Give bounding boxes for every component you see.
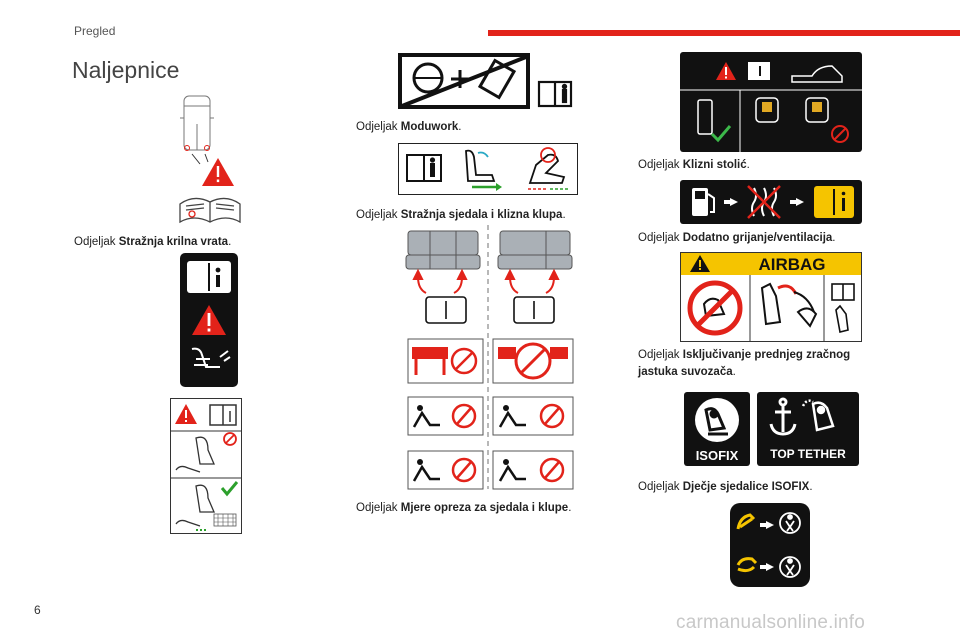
prohibited-icon (831, 125, 849, 143)
child-seat-icon (704, 407, 728, 436)
page-title: Naljepnice (72, 57, 180, 83)
seat-fold-icon (191, 347, 231, 368)
manual-book-icon (425, 296, 555, 324)
isofix-label: ISOFIX (696, 448, 739, 463)
manual-book-icon (748, 62, 770, 80)
isofix-sticker: ISOFIX (684, 392, 750, 466)
rear-door-sticker (179, 95, 241, 224)
seat-warning-sticker (180, 253, 238, 387)
bench-seat-illustration (405, 230, 573, 270)
manual-book-icon (187, 261, 231, 293)
warning-triangle-icon (690, 255, 710, 272)
heating-ventilation-sticker (680, 180, 862, 224)
warning-triangle-icon (202, 158, 234, 186)
seat-warning-row (407, 396, 574, 436)
manual-book-icon (406, 154, 442, 182)
page-number: 6 (34, 603, 41, 617)
seatbelt-icon (736, 513, 756, 530)
fuel-pump-icon (692, 188, 715, 216)
anchor-icon (769, 397, 797, 436)
caption-heating: Odjeljak Dodatno grijanje/ventilacija. (638, 232, 836, 244)
warning-triangle-icon (192, 305, 226, 335)
van-top-view-icon (180, 95, 214, 165)
manual-book-icon (831, 283, 855, 333)
seat-slide-icon (465, 149, 502, 191)
seat-recline-icon (528, 147, 570, 190)
seatbelt-icon (736, 557, 758, 573)
manual-book-icon (179, 197, 241, 224)
header-accent-bar (488, 30, 960, 36)
airbag-sticker: AIRBAG (680, 252, 862, 342)
check-icon (220, 481, 239, 497)
seatbelt-indicator-sticker (730, 503, 810, 587)
top-tether-sticker: TOP TETHER (757, 392, 859, 466)
caption-rear-seats: Odjeljak Stražnja sjedala i klizna klupa… (356, 209, 566, 221)
prohibited-icon (223, 432, 237, 446)
manual-book-icon (814, 186, 854, 218)
check-icon (710, 125, 732, 143)
manual-book-icon (209, 404, 237, 426)
seat-outline-icon (175, 436, 215, 527)
manual-book-icon (537, 80, 573, 108)
seat-precautions-sticker (405, 225, 574, 490)
top-tether-label: TOP TETHER (770, 447, 846, 461)
child-seat-icon (801, 399, 835, 432)
seat-warning-row (407, 450, 574, 490)
caption-moduwork: Odjeljak Moduwork. (356, 121, 462, 133)
red-seat-row (407, 338, 574, 384)
airbag-label: AIRBAG (758, 255, 825, 274)
seat-position-sticker (170, 398, 242, 534)
caption-seat-precautions: Odjeljak Mjere opreza za sjedala i klupe… (356, 502, 572, 514)
warning-triangle-icon (716, 62, 736, 80)
section-label: Pregled (74, 24, 116, 38)
caption-rear-doors: Odjeljak Stražnja krilna vrata. (74, 236, 232, 248)
caption-sliding-table: Odjeljak Klizni stolić. (638, 159, 750, 171)
sliding-table-sticker (680, 52, 862, 152)
rear-seats-sticker (398, 143, 578, 195)
caption-isofix: Odjeljak Dječje sjedalice ISOFIX. (638, 481, 813, 493)
child-seat-icon (760, 282, 818, 328)
watermark: carmanualsonline.info (676, 612, 866, 633)
warning-triangle-icon (175, 404, 197, 424)
moduwork-sticker (398, 53, 573, 109)
caption-airbag: Odjeljak Isključivanje prednjeg zračnog … (638, 349, 851, 378)
prohibited-icon (687, 280, 743, 336)
